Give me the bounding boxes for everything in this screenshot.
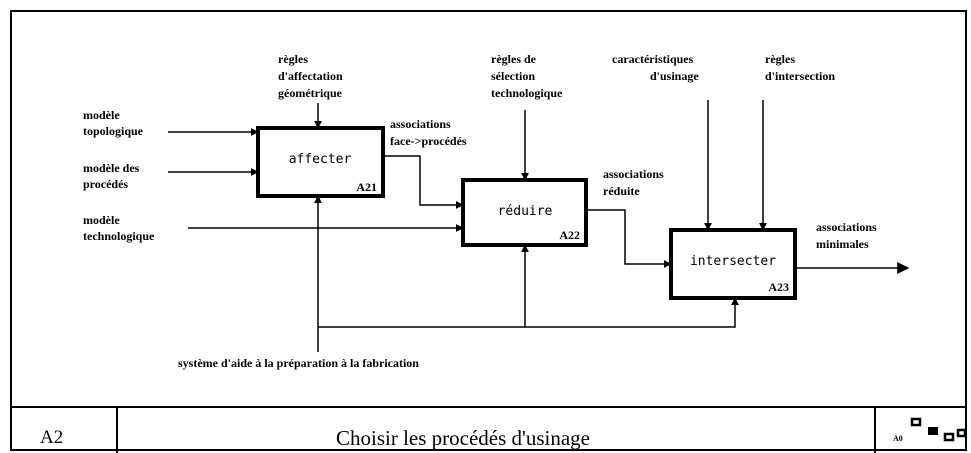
diagram-frame bbox=[10, 10, 967, 451]
activity-box-intersecter: intersecter A23 bbox=[669, 228, 797, 300]
mechanism-label: système d'aide à la préparation à la fab… bbox=[178, 356, 419, 370]
control-label-intersection: règles d'intersection bbox=[765, 52, 835, 83]
control-label-affectation: règles d'affectation géométrique bbox=[278, 52, 346, 100]
input-label-procedes: modèle des procédés bbox=[83, 161, 142, 191]
activity-number-a21: A21 bbox=[356, 180, 377, 194]
activity-name-affecter: affecter bbox=[289, 152, 352, 167]
footer-title: Choisir les procédés d'usinage bbox=[336, 426, 590, 450]
input-label-topologique: modèle topologique bbox=[83, 108, 144, 138]
flow-arrow-reduite bbox=[586, 209, 672, 268]
footer-context-label: A0 bbox=[893, 434, 903, 443]
flow-label-reduite: associations réduite bbox=[603, 167, 667, 198]
activity-name-intersecter: intersecter bbox=[690, 254, 776, 269]
mechanism-arrow-a23 bbox=[318, 297, 739, 328]
activity-box-affecter: affecter A21 bbox=[256, 126, 385, 198]
flow-arrow-face-procedes bbox=[383, 155, 464, 209]
output-label-minimales: associations minimales bbox=[816, 220, 880, 251]
activity-number-a22: A22 bbox=[559, 228, 580, 242]
footer-node-number: A2 bbox=[40, 427, 63, 448]
control-label-caracteristiques: caractéristiques d'usinage bbox=[612, 52, 699, 83]
control-label-selection: règles de sélection technologique bbox=[491, 52, 563, 100]
flow-label-face-procedes: associations face->procédés bbox=[390, 117, 467, 148]
context-boxes-icon bbox=[910, 417, 967, 442]
footer: A2 Choisir les procédés d'usinage A0 bbox=[10, 406, 967, 453]
activity-box-reduire: réduire A22 bbox=[461, 178, 588, 247]
activity-number-a23: A23 bbox=[768, 280, 789, 294]
input-label-technologique: modèle technologique bbox=[83, 213, 155, 243]
activity-name-reduire: réduire bbox=[498, 204, 553, 219]
